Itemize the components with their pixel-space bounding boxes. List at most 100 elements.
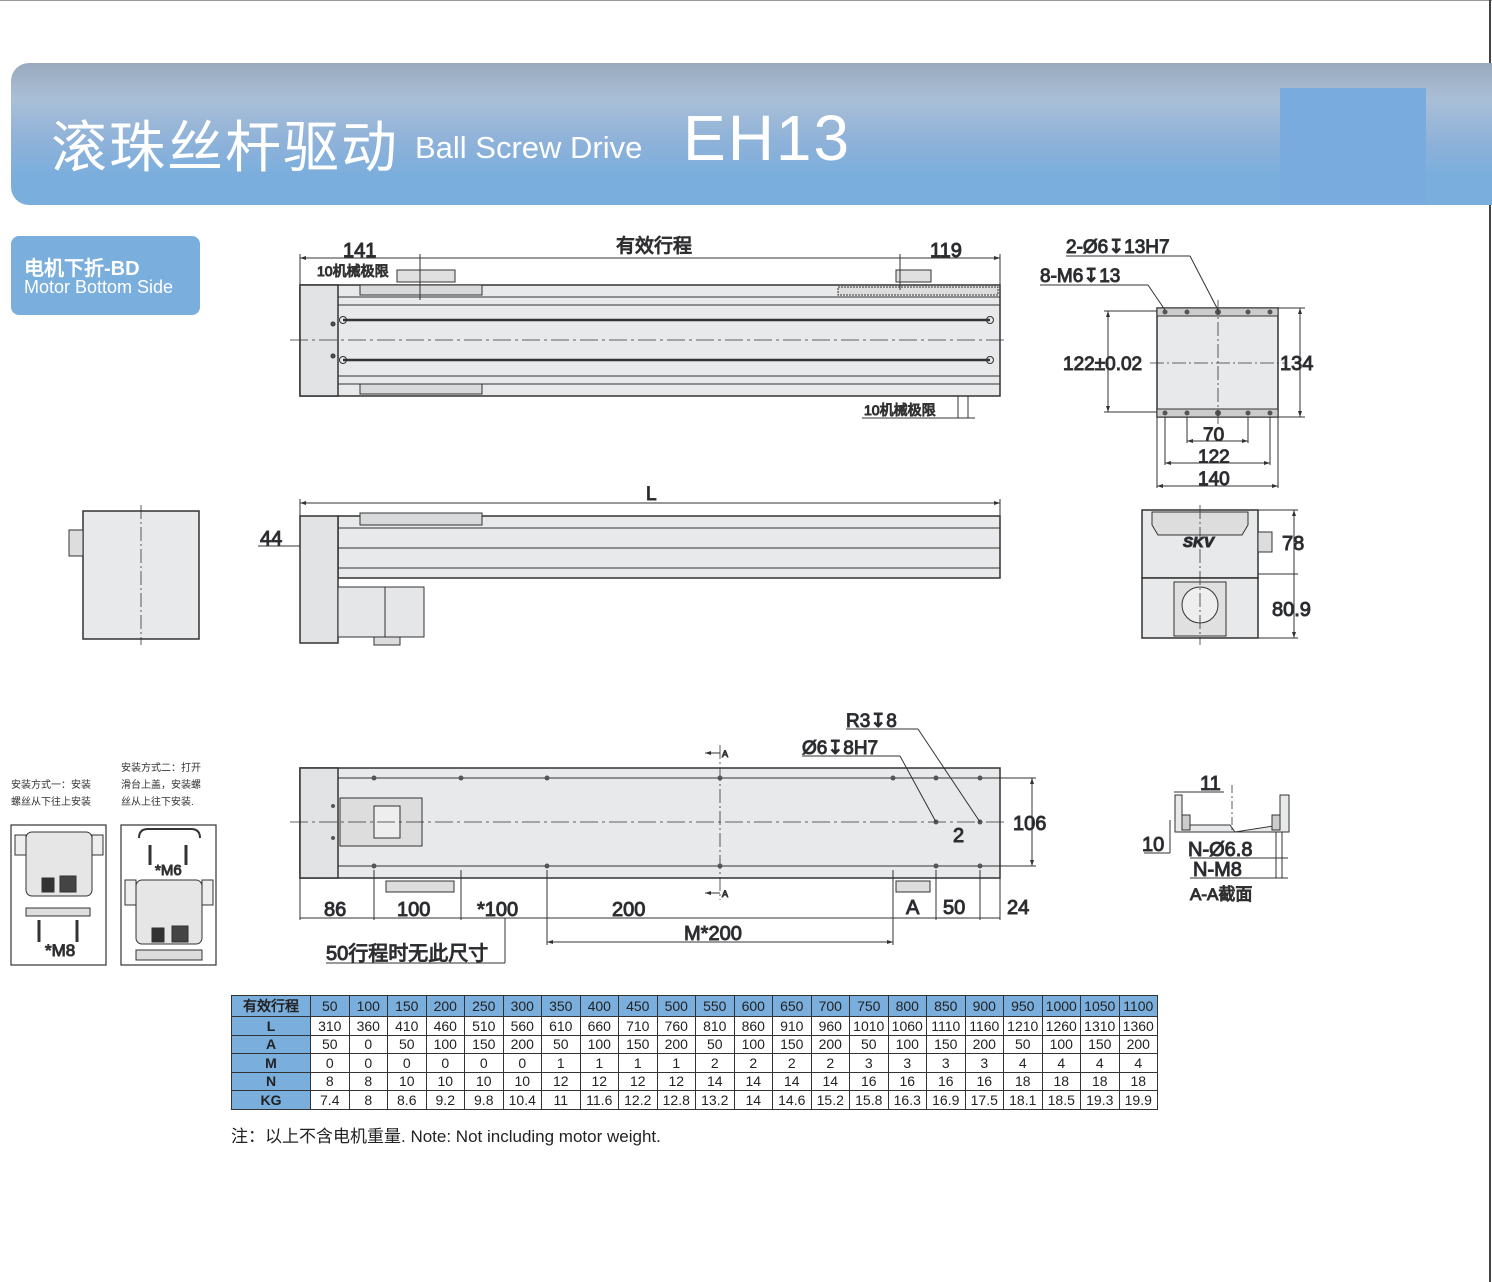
table-cell: 12 bbox=[579, 1071, 619, 1091]
table-cell: 150 bbox=[772, 1034, 812, 1054]
table-cell: 13.2 bbox=[695, 1090, 735, 1110]
dim-140: 140 bbox=[1198, 469, 1230, 490]
table-cell: 410 bbox=[387, 1016, 427, 1036]
table-cell: 800 bbox=[887, 995, 927, 1017]
table-cell: 12 bbox=[656, 1071, 696, 1091]
table-cell: 550 bbox=[695, 995, 735, 1017]
pin-hole-label: Ø6↧8H7 bbox=[802, 738, 878, 759]
dim-star-100: *100 bbox=[477, 899, 518, 921]
title-english: Ball Screw Drive bbox=[415, 130, 643, 165]
model-name: EH13 bbox=[683, 102, 852, 174]
dim-A: A bbox=[906, 897, 920, 919]
table-cell: 3 bbox=[849, 1053, 889, 1073]
dim-80-9: 80.9 bbox=[1272, 599, 1311, 621]
table-cell: 15.8 bbox=[849, 1090, 889, 1110]
table-cell: 350 bbox=[541, 995, 581, 1017]
table-cell: 100 bbox=[348, 995, 388, 1017]
table-cell: 950 bbox=[1003, 995, 1043, 1017]
dim-2: 2 bbox=[953, 825, 964, 847]
page-top-rule bbox=[0, 0, 1492, 1]
table-cell: 1110 bbox=[926, 1016, 966, 1036]
table-cell: 16 bbox=[964, 1071, 1004, 1091]
table-cell: 18 bbox=[1041, 1071, 1081, 1091]
table-cell: 860 bbox=[733, 1016, 773, 1036]
table-cell: 50 bbox=[310, 1034, 350, 1054]
row-label: KG bbox=[231, 1090, 311, 1110]
header-banner: 滚珠丝杆驱动 Ball Screw Drive EH13 bbox=[11, 63, 1492, 205]
top-view: 141 有效行程 119 10机械极限 10机械极限 bbox=[290, 235, 1005, 419]
table-cell: 12 bbox=[541, 1071, 581, 1091]
table-cell: 8 bbox=[348, 1071, 388, 1091]
install-method-1: 安装方式一：安装 螺丝从下往上安装 bbox=[11, 777, 91, 811]
table-cell: 1310 bbox=[1080, 1016, 1120, 1036]
table-cell: 200 bbox=[810, 1034, 850, 1054]
table-cell: 500 bbox=[656, 995, 696, 1017]
table-cell: 16 bbox=[887, 1071, 927, 1091]
table-cell: 100 bbox=[425, 1034, 465, 1054]
table-cell: 560 bbox=[502, 1016, 542, 1036]
install-diagrams: *M8 *M6 bbox=[10, 824, 217, 966]
table-cell: 12.8 bbox=[656, 1090, 696, 1110]
stroke-label: 有效行程 bbox=[616, 235, 692, 257]
table-cell: 4 bbox=[1080, 1053, 1120, 1073]
table-cell: 450 bbox=[618, 995, 658, 1017]
install-method-2: 安装方式二：打开 滑台上盖，安装螺 丝从上往下安装. bbox=[121, 760, 201, 811]
table-cell: 18 bbox=[1003, 1071, 1043, 1091]
table-cell: 2 bbox=[810, 1053, 850, 1073]
table-cell: 400 bbox=[579, 995, 619, 1017]
variant-en: Motor Bottom Side bbox=[24, 277, 174, 297]
table-cell: 17.5 bbox=[964, 1090, 1004, 1110]
table-cell: 700 bbox=[810, 995, 850, 1017]
table-cell: 460 bbox=[425, 1016, 465, 1036]
method2-line2: 滑台上盖，安装螺 bbox=[121, 780, 201, 791]
limit-left-label: 10机械极限 bbox=[317, 263, 389, 279]
table-cell: 2 bbox=[695, 1053, 735, 1073]
row-label: M bbox=[231, 1053, 311, 1073]
dim-24: 24 bbox=[1007, 897, 1029, 919]
dim-106: 106 bbox=[1013, 813, 1046, 835]
table-cell: 200 bbox=[656, 1034, 696, 1054]
table-cell: 14.6 bbox=[772, 1090, 812, 1110]
table-cell: 1100 bbox=[1118, 995, 1158, 1017]
method1-line2: 螺丝从下往上安装 bbox=[11, 797, 91, 808]
table-cell: 2 bbox=[733, 1053, 773, 1073]
table-cell: 1010 bbox=[849, 1016, 889, 1036]
table-cell: 0 bbox=[348, 1034, 388, 1054]
dim-119: 119 bbox=[930, 240, 962, 262]
m8-label: *M8 bbox=[45, 941, 75, 960]
dim-78: 78 bbox=[1282, 533, 1304, 555]
table-cell: 610 bbox=[541, 1016, 581, 1036]
table-cell: 9.8 bbox=[464, 1090, 504, 1110]
table-cell: 12.2 bbox=[618, 1090, 658, 1110]
table-cell: 19.9 bbox=[1118, 1090, 1158, 1110]
table-cell: 200 bbox=[502, 1034, 542, 1054]
table-cell: 50 bbox=[849, 1034, 889, 1054]
table-cell: 10 bbox=[387, 1071, 427, 1091]
section-mark-bottom: A bbox=[722, 889, 728, 899]
dim-122-tol: 122±0.02 bbox=[1063, 354, 1142, 375]
table-cell: 19.3 bbox=[1080, 1090, 1120, 1110]
r3-label: R3↧8 bbox=[846, 711, 897, 732]
variant-cn: 电机下折-BD bbox=[24, 258, 140, 280]
table-cell: 2 bbox=[772, 1053, 812, 1073]
end-view-motor: SKV 78 80.9 bbox=[1141, 505, 1311, 645]
table-cell: 250 bbox=[464, 995, 504, 1017]
table-cell: 810 bbox=[695, 1016, 735, 1036]
table-cell: 1 bbox=[618, 1053, 658, 1073]
table-cell: 650 bbox=[772, 995, 812, 1017]
table-cell: 1060 bbox=[887, 1016, 927, 1036]
table-cell: 100 bbox=[887, 1034, 927, 1054]
table-cell: 1210 bbox=[1003, 1016, 1043, 1036]
table-cell: 150 bbox=[387, 995, 427, 1017]
bottom-view: A A R3↧8 Ø6↧8H7 106 2 86 100 *100 200 A … bbox=[290, 711, 1047, 966]
table-cell: 16.9 bbox=[926, 1090, 966, 1110]
table-cell: 1260 bbox=[1041, 1016, 1081, 1036]
table-cell: 10 bbox=[464, 1071, 504, 1091]
row-label: L bbox=[231, 1016, 311, 1036]
table-cell: 100 bbox=[733, 1034, 773, 1054]
dim-70: 70 bbox=[1203, 425, 1224, 446]
